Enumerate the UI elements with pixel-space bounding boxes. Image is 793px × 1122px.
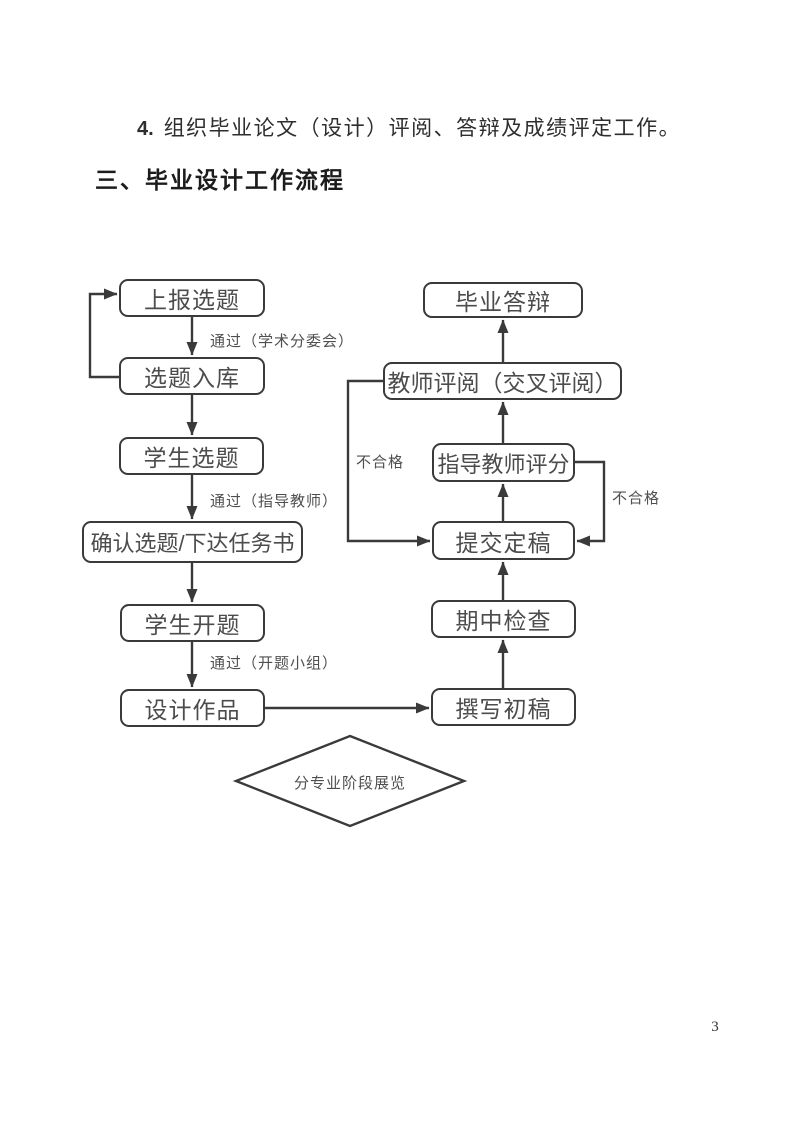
stage-exhibition-label: 分专业阶段展览 <box>293 775 406 792</box>
flow-box-student-proposal: 学生开题 <box>120 604 265 642</box>
flow-box-defense: 毕业答辩 <box>423 282 583 318</box>
edge-label-fail-right: 不合格 <box>612 490 661 507</box>
flow-box-design-work: 设计作品 <box>120 689 265 727</box>
arrow-score-fail-to-final <box>575 460 606 547</box>
flow-box-label: 提交定稿 <box>455 529 552 556</box>
flow-box-draft-writing: 撰写初稿 <box>431 688 576 726</box>
list-item-4: 4. 组织毕业论文（设计）评阅、答辩及成绩评定工作。 <box>137 112 681 142</box>
section-heading: 三、毕业设计工作流程 <box>95 167 345 193</box>
list-item-number: 4. <box>137 118 154 140</box>
flow-box-teacher-review: 教师评阅（交叉评阅） <box>383 362 622 400</box>
flow-box-label: 设计作品 <box>144 697 241 723</box>
arrow-bank-loop-to-report <box>88 288 119 379</box>
flow-box-label: 选题入库 <box>144 365 240 391</box>
flow-box-advisor-score: 指导教师评分 <box>432 443 575 482</box>
flow-box-topic-to-bank: 选题入库 <box>119 357 265 395</box>
flow-box-submit-final: 提交定稿 <box>432 521 575 560</box>
flow-box-label: 上报选题 <box>144 287 240 313</box>
flow-box-label: 确认选题/下达任务书 <box>90 531 295 556</box>
flow-box-label: 毕业答辩 <box>455 289 551 315</box>
flow-box-label: 学生选题 <box>143 445 240 471</box>
arrow-review-fail-to-final <box>346 379 431 547</box>
list-item-text: 组织毕业论文（设计）评阅、答辩及成绩评定工作。 <box>163 116 682 140</box>
page-number: 3 <box>711 1019 719 1035</box>
flow-box-label: 期中检查 <box>455 608 552 634</box>
edge-label-fail-left: 不合格 <box>356 454 405 471</box>
edge-label-pass-group: 通过（开题小组） <box>210 655 339 672</box>
flow-box-report-topic: 上报选题 <box>119 279 265 317</box>
stage-exhibition-diamond <box>232 734 468 828</box>
flow-box-label: 教师评阅（交叉评阅） <box>387 370 618 396</box>
edge-label-pass-advisor: 通过（指导教师） <box>210 493 339 510</box>
flow-box-label: 指导教师评分 <box>437 451 570 477</box>
flow-box-student-select: 学生选题 <box>119 437 264 475</box>
flow-box-label: 撰写初稿 <box>455 696 552 722</box>
flow-box-confirm-topic: 确认选题/下达任务书 <box>82 521 303 563</box>
flow-box-label: 学生开题 <box>144 612 241 638</box>
edge-label-pass-committee: 通过（学术分委会） <box>210 333 355 350</box>
flow-box-midterm-check: 期中检查 <box>431 600 576 638</box>
